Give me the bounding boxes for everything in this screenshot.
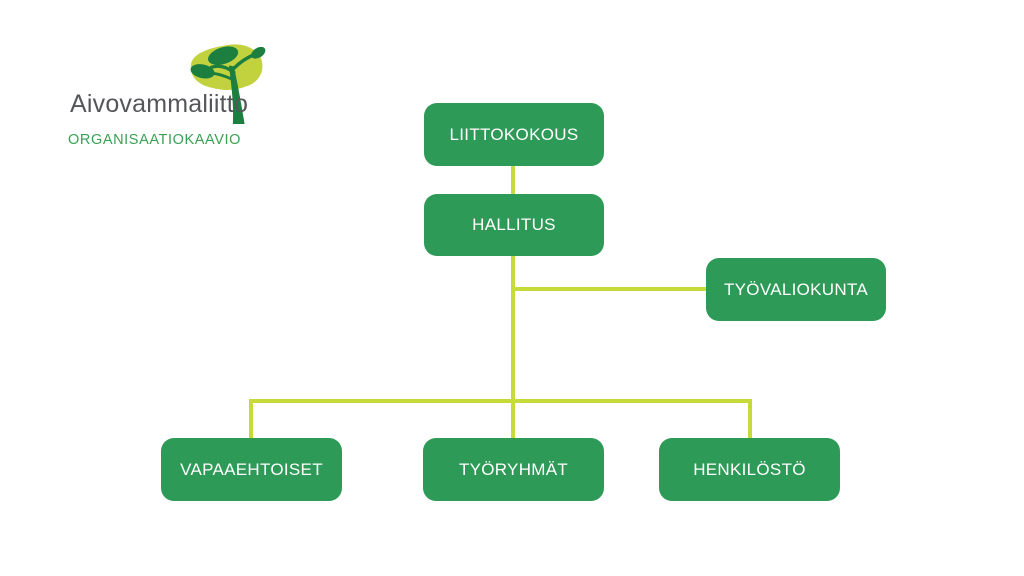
node-label: HALLITUS [472, 215, 556, 234]
connector-hallitus-trunk [511, 255, 515, 440]
node-liittokokous: LIITTOKOKOUS [424, 103, 604, 166]
brand-name: Aivovammaliitto [70, 90, 249, 118]
node-tyovaliokunta: TYÖVALIOKUNTA [706, 258, 886, 321]
node-label: LIITTOKOKOUS [449, 124, 579, 144]
node-tyoryhmat: TYÖRYHMÄT [423, 438, 604, 501]
node-vapaaehtoiset: VAPAAEHTOISET [161, 438, 342, 501]
aivovammaliitto-logo: Aivovammaliitto ORGANISAATIOKAAVIO [0, 0, 300, 170]
node-henkilosto: HENKILÖSTÖ [659, 438, 840, 501]
connector-hallitus-tyovaliokunta [513, 287, 708, 291]
tree-logo-icon [190, 44, 266, 125]
connector-liittokokous-hallitus [511, 165, 515, 195]
node-label: TYÖRYHMÄT [458, 459, 569, 479]
page-title: ORGANISAATIOKAAVIO [68, 132, 242, 148]
node-label: VAPAAEHTOISET [180, 459, 323, 479]
node-label: HENKILÖSTÖ [693, 459, 806, 479]
node-hallitus: HALLITUS [424, 194, 604, 256]
connector-bottom-rail [249, 399, 752, 403]
node-label: TYÖVALIOKUNTA [723, 279, 869, 299]
connector-drop-henkilosto [748, 399, 752, 439]
connector-drop-vapaaehtoiset [249, 399, 253, 439]
